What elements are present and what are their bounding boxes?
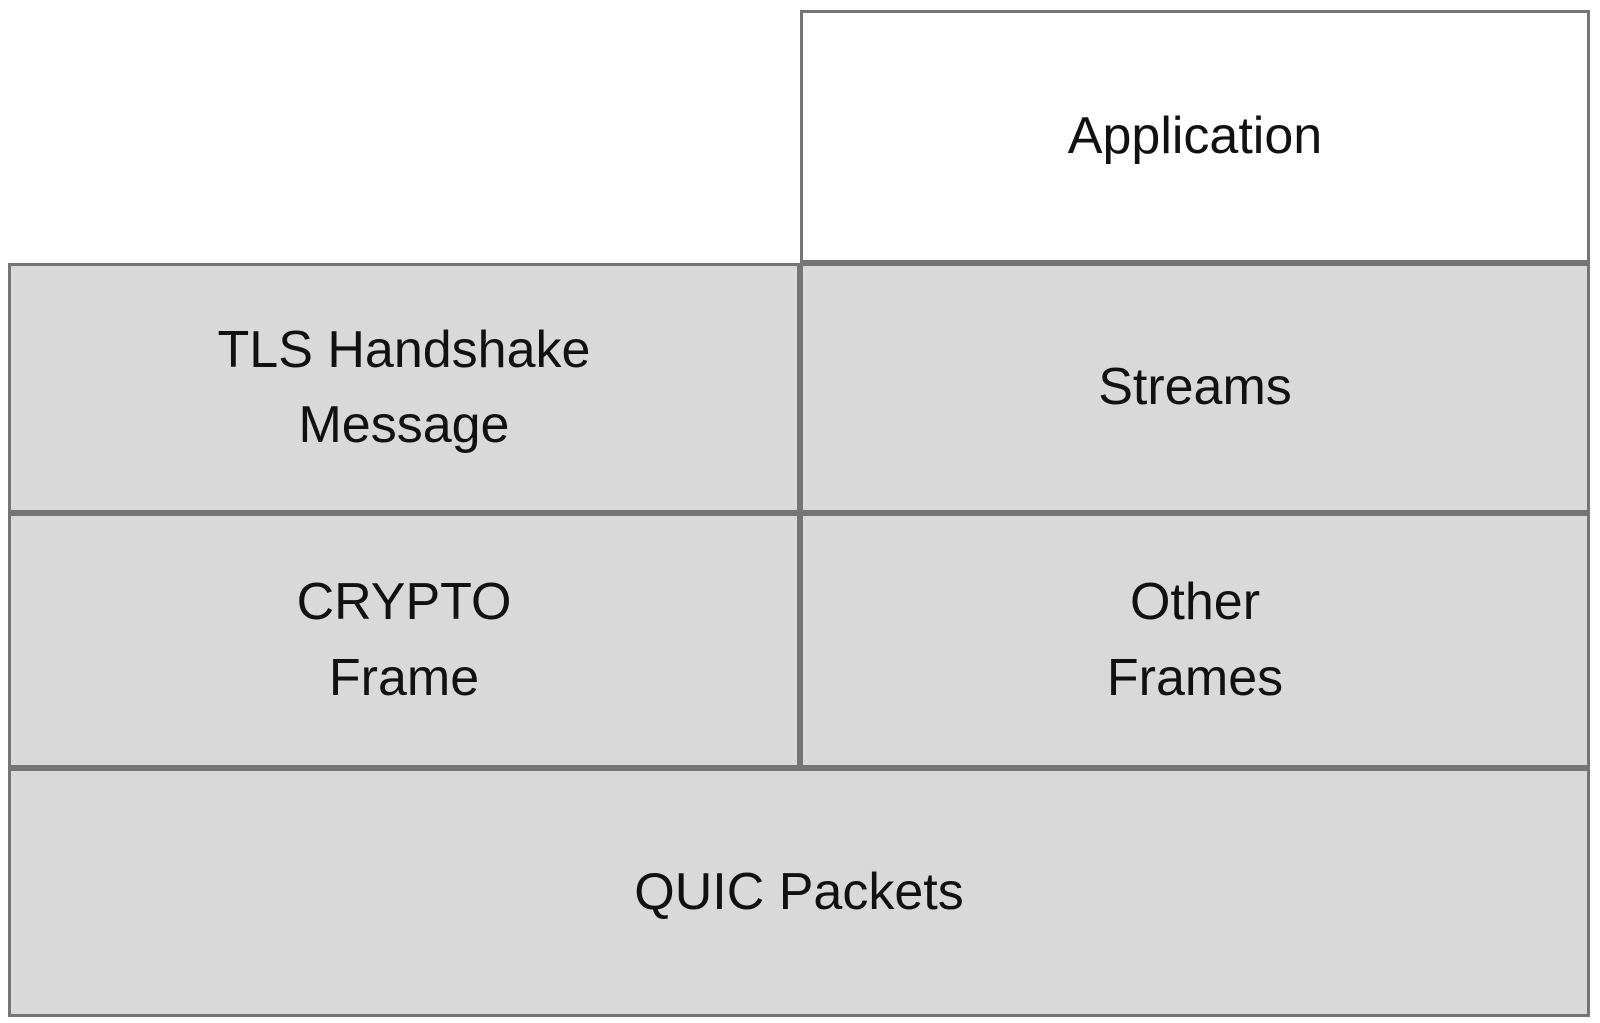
crypto-frame-label: CRYPTO Frame (296, 573, 512, 707)
application-box: Application (800, 10, 1590, 263)
quic-packets-label: QUIC Packets (634, 862, 964, 921)
streams-label: Streams (1098, 358, 1292, 417)
quic-packets-box: QUIC Packets (8, 768, 1590, 1017)
tls-handshake-message-box: TLS Handshake Message (8, 263, 800, 513)
streams-box: Streams (800, 263, 1590, 513)
crypto-frame-box: CRYPTO Frame (8, 513, 800, 768)
application-label: Application (1067, 106, 1323, 165)
tls-handshake-message-label: TLS Handshake Message (217, 320, 591, 454)
other-frames-box: Other Frames (800, 513, 1590, 768)
other-frames-label: Other Frames (1106, 573, 1284, 707)
